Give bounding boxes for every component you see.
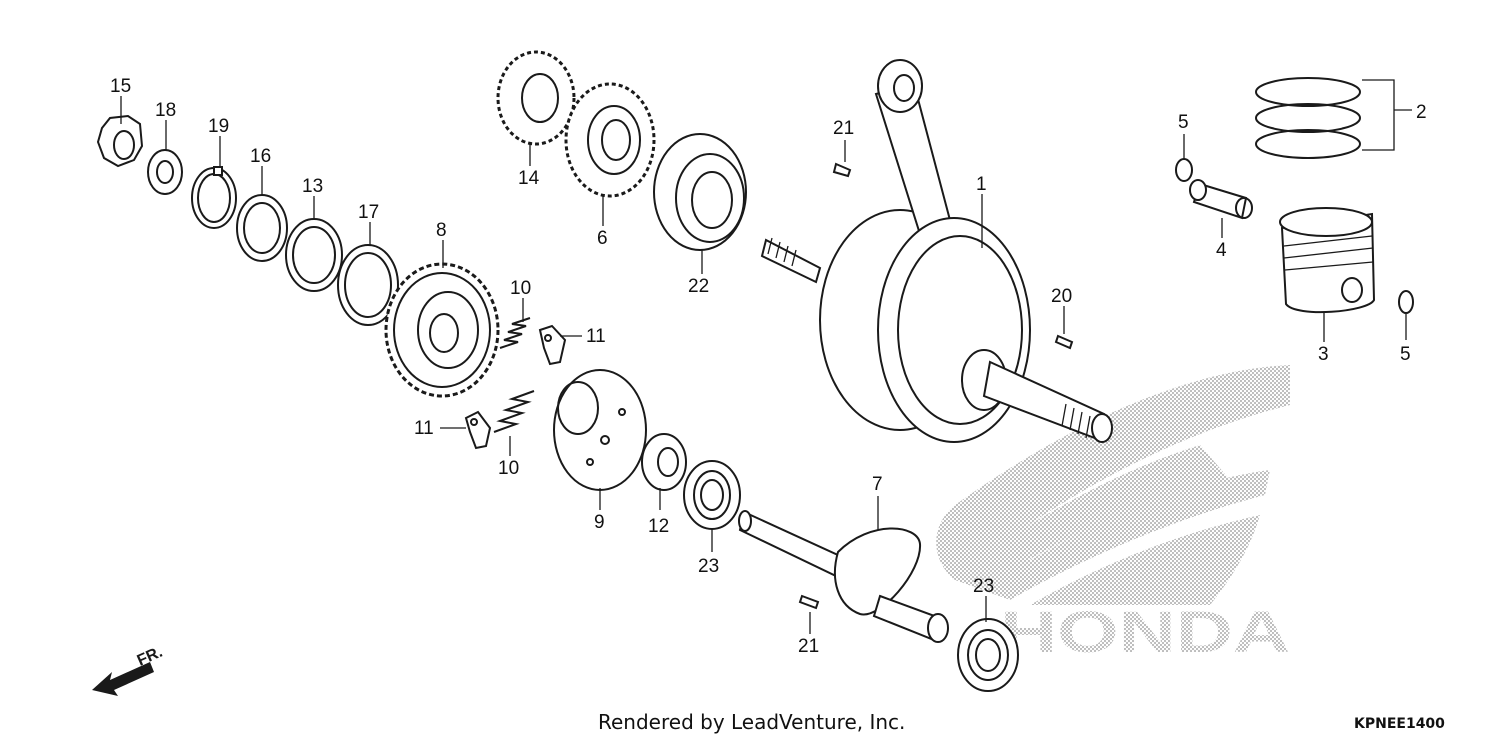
callout-18: 18	[155, 100, 176, 121]
washer	[147, 149, 183, 195]
diagram-code: KPNEE1400	[1354, 716, 1445, 732]
callout-1: 1	[976, 174, 987, 195]
callout-6: 6	[597, 228, 608, 249]
callout-15: 15	[110, 76, 131, 97]
callout-8: 8	[436, 220, 447, 241]
callout-4: 4	[1216, 240, 1227, 261]
callout-14: 14	[518, 168, 540, 189]
callout-7: 7	[872, 474, 883, 495]
callout-3: 3	[1318, 344, 1329, 365]
front-direction-arrow-icon: FR.	[92, 644, 165, 696]
callout-5a: 5	[1178, 112, 1189, 133]
callout-21a: 21	[833, 118, 854, 139]
piston-ring-set	[1255, 77, 1361, 159]
primary-drive-gear	[384, 262, 500, 398]
callout-2: 2	[1416, 102, 1427, 123]
ball-bearing-22	[653, 133, 747, 251]
balancer-shaft	[738, 510, 949, 643]
ball-bearing-upper	[683, 460, 741, 530]
flange-nut	[96, 114, 144, 168]
credit-text: Rendered by LeadVenture, Inc.	[598, 710, 906, 734]
drive-gear-6	[564, 82, 656, 198]
drive-gear-14	[496, 50, 576, 146]
spring-lower	[493, 390, 535, 433]
thrust-washer-16	[236, 194, 288, 262]
callout-23a: 23	[698, 556, 719, 577]
thrust-washer-13	[285, 218, 343, 292]
callout-22: 22	[688, 276, 709, 297]
callout-10b: 10	[498, 458, 519, 479]
callout-13: 13	[302, 176, 323, 197]
callout-11a: 11	[586, 326, 606, 347]
leader-lines	[120, 79, 1412, 634]
callout-19: 19	[208, 116, 229, 137]
woodruff-key-upper	[832, 162, 852, 178]
ball-bearing-lower	[957, 618, 1019, 692]
piston-pin-clip-right	[1398, 290, 1414, 314]
callout-labels: 15 18 19 16 13 17 8 10 11 11 10 9 12 23 …	[110, 76, 1427, 657]
callout-11b: 11	[414, 418, 434, 439]
centrifugal-plate	[553, 369, 647, 491]
thrust-washer-17	[337, 244, 399, 326]
callout-23b: 23	[973, 576, 994, 597]
honda-wing-logo	[936, 365, 1290, 605]
piston-pin	[1189, 179, 1253, 220]
piston-pin-clip-left	[1175, 158, 1193, 182]
callout-16: 16	[250, 146, 271, 167]
honda-wordmark: HONDA	[1000, 600, 1290, 665]
callout-12: 12	[648, 516, 669, 537]
spring-upper	[499, 317, 531, 349]
collar	[641, 433, 687, 491]
woodruff-key-lower	[798, 594, 820, 610]
callout-9: 9	[594, 512, 605, 533]
piston	[1279, 207, 1376, 314]
woodruff-key-20	[1054, 334, 1074, 350]
direction-label: FR.	[135, 644, 165, 670]
weight-upper	[538, 324, 567, 366]
callout-21b: 21	[798, 636, 819, 657]
snap-ring	[191, 166, 237, 229]
weight-lower	[464, 410, 492, 450]
callout-10a: 10	[510, 278, 531, 299]
callout-20: 20	[1051, 286, 1072, 307]
callout-17: 17	[358, 202, 379, 223]
callout-5b: 5	[1400, 344, 1411, 365]
crankshaft-assembly	[760, 59, 1113, 443]
